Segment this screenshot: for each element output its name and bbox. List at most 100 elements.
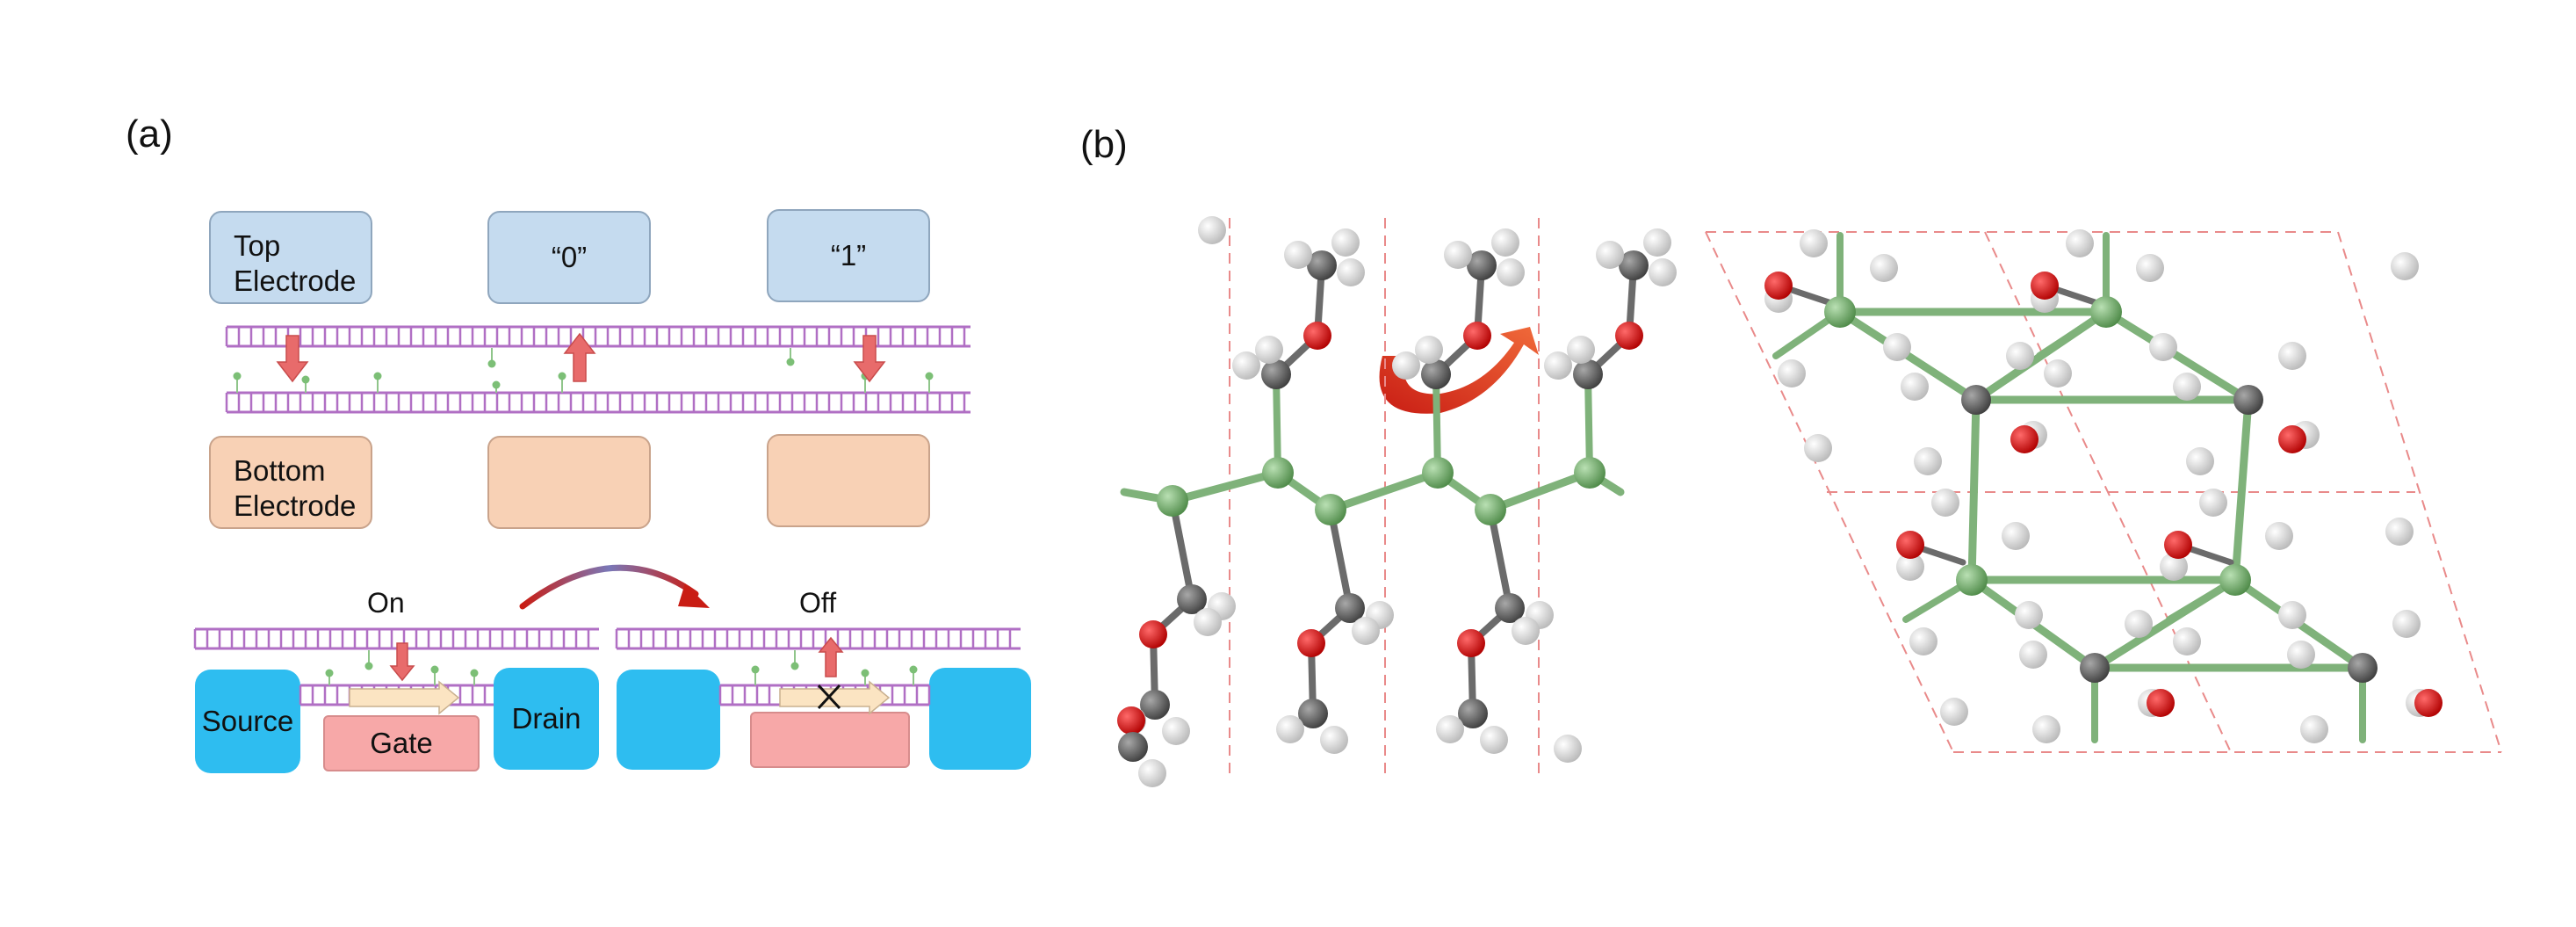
lattice-ribbon-upper: [225, 325, 971, 348]
current-arrow-on: [349, 680, 460, 715]
up-oxygen-0: [1303, 322, 1331, 350]
state-0-label: “0”: [551, 241, 588, 273]
adatom-5: [786, 358, 795, 366]
gate-electrode: Gate: [323, 715, 480, 771]
top-edge-h-4: [2391, 252, 2419, 280]
down-methyl-0: [1140, 690, 1170, 720]
up-carbon-0: [1261, 359, 1291, 389]
top-h-b-0: [1870, 254, 1898, 282]
backbone-bond-0: [1168, 468, 1282, 505]
current-arrow-off: [779, 680, 891, 715]
top-oh-2: [1931, 489, 1959, 517]
down-h-a-2: [1436, 715, 1464, 743]
up-sub-bond-0: [1273, 371, 1281, 476]
up-methyl-1: [1467, 250, 1497, 280]
top-h-b-2: [2006, 342, 2034, 370]
down-h-d-2: [1512, 617, 1540, 645]
drain-electrode: Drain: [494, 668, 599, 770]
top-electrode-box: Top Electrode: [209, 211, 372, 304]
top-h-b-3: [2278, 342, 2306, 370]
bond-layer: [1120, 232, 2367, 743]
adatom-t-1: [364, 662, 373, 670]
top-h-c-5: [2160, 553, 2188, 581]
backbone-atom-5: [1574, 457, 1605, 489]
top-edge-h-2: [1940, 698, 1968, 726]
gate-label: Gate: [370, 727, 433, 759]
up-h-b-1: [1491, 228, 1519, 257]
top-hub-4: [1956, 564, 1988, 596]
lattice-ribbon-lower: [225, 391, 971, 414]
down-h-d-0: [1194, 608, 1222, 636]
adatom-7: [925, 372, 934, 380]
atom-layer: [1117, 216, 2443, 787]
adatom-t-7: [909, 665, 918, 674]
adatom-0: [233, 372, 242, 380]
edge-hydrogen-left: [1138, 759, 1166, 787]
polarization-arrow-down-left: [276, 335, 309, 383]
top-link-1: [2102, 308, 2253, 404]
adatom-t-2: [430, 665, 439, 674]
top-h-b-5: [2265, 522, 2293, 550]
up-methyl-2: [1619, 250, 1649, 280]
source-label: Source: [201, 705, 294, 737]
up-carbon-2: [1573, 359, 1603, 389]
bottom-box-middle: [487, 436, 651, 529]
bottom-box-right: [767, 434, 930, 527]
on-state-label: On: [367, 587, 405, 619]
polarization-arrow-up: [563, 332, 596, 382]
down-h-b-2: [1480, 726, 1508, 754]
blocked-cross-2: [817, 684, 841, 710]
top-oh-3: [2199, 489, 2227, 517]
up-h-e-1: [1415, 336, 1443, 364]
top-oxygen-b-1: [2278, 425, 2306, 453]
top-h-d-4: [2015, 601, 2043, 629]
up-h-a-0: [1284, 241, 1312, 269]
top-h-d-5: [2278, 601, 2306, 629]
up-h-b-2: [1643, 228, 1671, 257]
down-oxygen-0: [1139, 620, 1167, 648]
up-h-a-1: [1444, 241, 1472, 269]
switching-curve-arrowhead: [678, 583, 710, 608]
up-carbon-1: [1421, 359, 1451, 389]
top-hub-3: [2233, 385, 2263, 415]
top-link-0: [1836, 308, 1981, 404]
top-h-a-0: [1778, 359, 1806, 387]
panel-a-label: (a): [126, 112, 173, 156]
up-h-b-0: [1331, 228, 1360, 257]
switching-curve-arrow: [519, 564, 699, 610]
top-h-a-3: [2186, 447, 2214, 475]
down-methyl-2: [1458, 699, 1488, 728]
down-sub-bond-0: [1169, 497, 1195, 603]
adatom-2: [373, 372, 382, 380]
top-h-a-2: [1914, 447, 1942, 475]
top-hub-7: [2348, 653, 2378, 683]
up-h-d-0: [1232, 351, 1260, 380]
top-oxygen-b-2: [2147, 689, 2175, 717]
drain-electrode-off: [929, 668, 1031, 770]
top-h-a-5: [2173, 627, 2201, 655]
top-h-b-7: [2392, 610, 2421, 638]
top-view-cell-right: [2337, 231, 2502, 753]
top-edge-h-1: [1804, 434, 1832, 462]
down-sub-bond-1: [1327, 506, 1353, 612]
top-hub-0: [1824, 296, 1856, 328]
top-oxygen-b-3: [2414, 689, 2443, 717]
bottom-electrode-label: Bottom Electrode: [234, 454, 357, 522]
lattice-ribbon-off: [615, 627, 1021, 650]
backbone-bond-4: [1486, 468, 1594, 514]
arrow-layer: [276, 327, 1539, 715]
top-hub-2: [1961, 385, 1991, 415]
top-h-c-3: [2173, 373, 2201, 401]
adatom-t-4: [751, 665, 760, 674]
top-h-a-7: [2300, 715, 2328, 743]
adatom-4: [558, 372, 566, 380]
top-h-a-1: [2044, 359, 2072, 387]
top-h-b-4: [2002, 522, 2030, 550]
adatom-8: [492, 380, 501, 389]
down-carbon-1: [1335, 593, 1365, 623]
down-h-a-1: [1276, 715, 1304, 743]
top-oh-0: [1800, 229, 1828, 257]
down-carbon-0: [1177, 584, 1207, 614]
top-h-c-2: [1901, 373, 1929, 401]
down-sub-bond-2: [1487, 506, 1513, 612]
